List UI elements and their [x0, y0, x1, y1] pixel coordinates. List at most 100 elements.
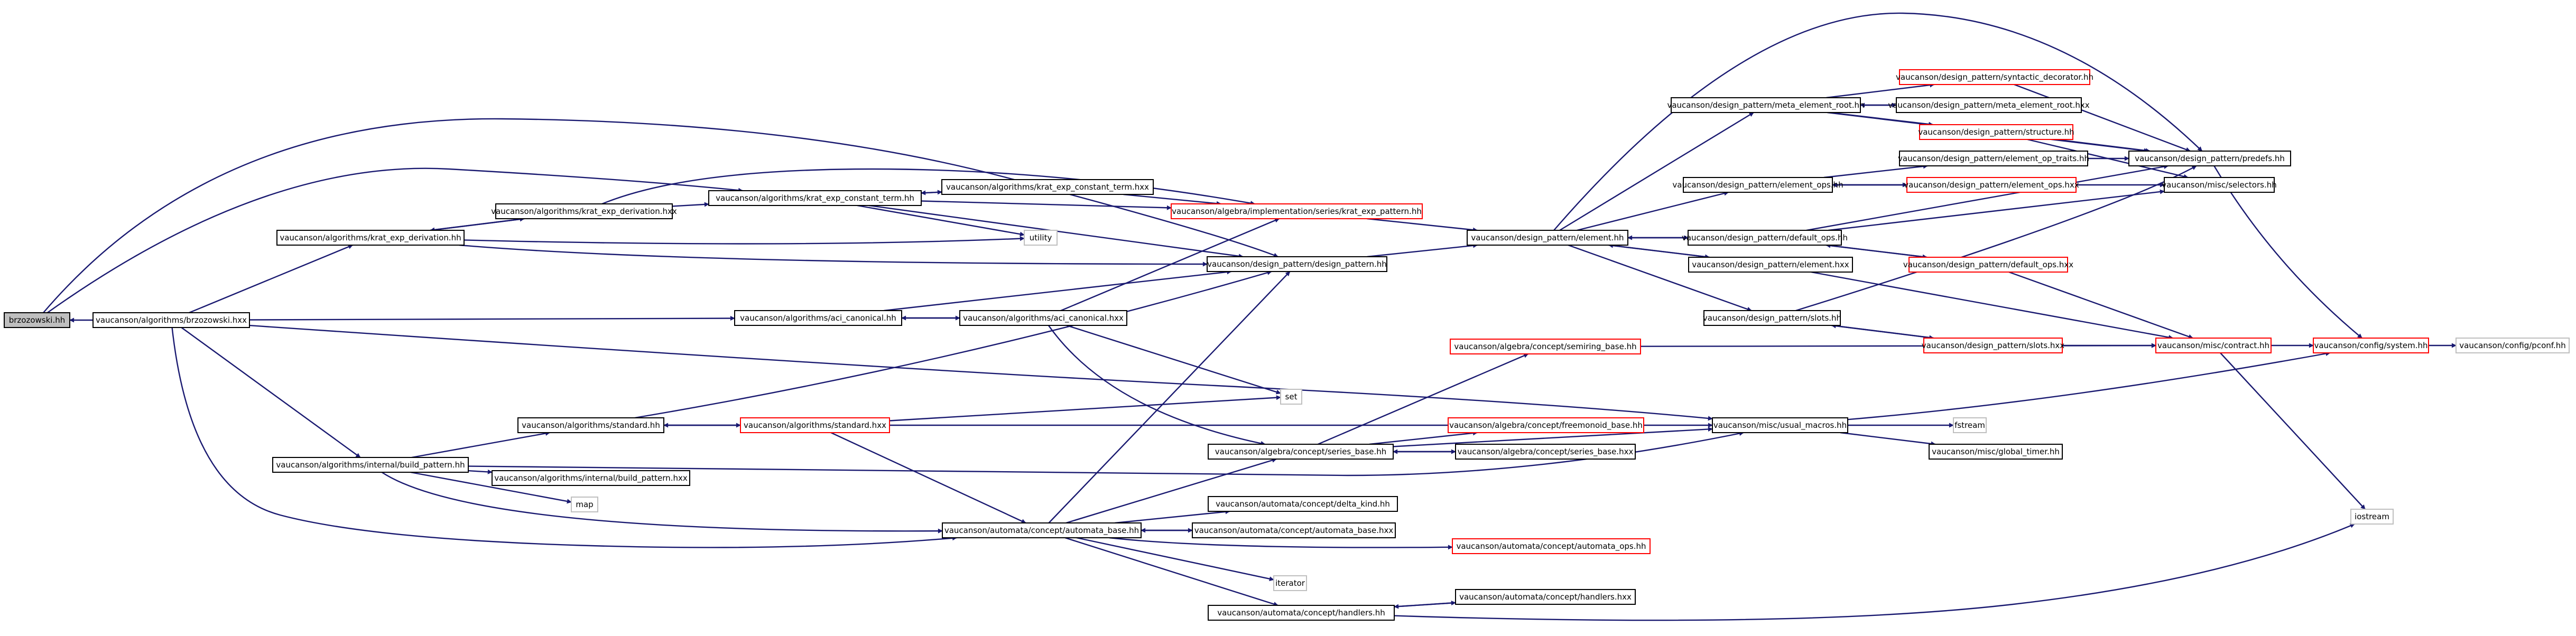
node-std_hxx[interactable]: vaucanson/algorithms/standard.hxx: [740, 417, 890, 433]
edge-std_hxx-to-set: [889, 395, 1281, 422]
node-label: vaucanson/algorithms/standard.hxx: [744, 420, 886, 430]
node-el_hxx[interactable]: vaucanson/design_pattern/element.hxx: [1688, 257, 1853, 273]
node-predefs[interactable]: vaucanson/design_pattern/predefs.hh: [2128, 151, 2291, 166]
node-slots_hh[interactable]: vaucanson/design_pattern/slots.hh: [1703, 310, 1841, 326]
node-box: [1683, 177, 1833, 193]
node-label: vaucanson/design_pattern/meta_element_ro…: [1888, 100, 2089, 110]
node-bp_hxx[interactable]: vaucanson/algorithms/internal/build_patt…: [492, 470, 690, 486]
node-box: [1450, 339, 1641, 354]
node-box: [1455, 589, 1636, 605]
node-dops_hxx[interactable]: vaucanson/design_pattern/default_ops.hxx: [1903, 257, 2073, 273]
node-root: brzozowski.hh: [4, 312, 70, 328]
node-dk_hh[interactable]: vaucanson/automata/concept/delta_kind.hh: [1208, 496, 1398, 512]
node-label: vaucanson/algebra/concept/series_base.hh: [1215, 447, 1386, 457]
edge-std_hxx-to-ab_hh: [830, 432, 1026, 524]
node-label: vaucanson/automata/concept/automata_base…: [1194, 526, 1394, 536]
node-kect_hxx[interactable]: vaucanson/algorithms/krat_exp_constant_t…: [941, 179, 1154, 195]
node-cfg_sys[interactable]: vaucanson/config/system.hh: [2313, 338, 2429, 353]
node-box: [2155, 338, 2272, 353]
node-label: vaucanson/design_pattern/syntactic_decor…: [1896, 72, 2093, 82]
edge-bp_hh-to-ab_hh: [381, 471, 943, 534]
node-eot_hh[interactable]: vaucanson/design_pattern/element_op_trai…: [1898, 151, 2089, 166]
edge-bp_hh-to-bp_hxx: [468, 469, 493, 474]
edge-dops_hh-to-selectors: [1828, 189, 2165, 231]
node-krat_der_hxx[interactable]: vaucanson/algorithms/krat_exp_derivation…: [491, 203, 677, 219]
node-label: vaucanson/design_pattern/structure.hh: [1918, 127, 2074, 137]
node-label: vaucanson/design_pattern/meta_element_ro…: [1667, 100, 1864, 110]
node-label: set: [1285, 392, 1298, 401]
node-label: vaucanson/design_pattern/slots.hxx: [1922, 341, 2065, 351]
node-box: [942, 522, 1142, 538]
node-sr_hh[interactable]: vaucanson/algebra/concept/semiring_base.…: [1450, 339, 1641, 354]
node-sb_hxx[interactable]: vaucanson/algebra/concept/series_base.hx…: [1455, 444, 1636, 460]
node-label: vaucanson/design_pattern/element.hh: [1471, 233, 1624, 243]
edge-brz_hxx-to-aci_hh: [249, 316, 735, 321]
node-label: vaucanson/algebra/implementation/series/…: [1172, 207, 1422, 217]
node-dops_hh[interactable]: vaucanson/design_pattern/default_ops.hh: [1682, 230, 1848, 246]
node-contract[interactable]: vaucanson/misc/contract.hh: [2155, 338, 2272, 353]
node-handlers_hh[interactable]: vaucanson/automata/concept/handlers.hh: [1208, 605, 1395, 621]
node-box: [2313, 338, 2429, 353]
node-box: [959, 310, 1127, 326]
edge-mer_hh-to-sd_hh: [1826, 82, 1935, 99]
node-box: [1688, 257, 1853, 273]
node-label: vaucanson/algorithms/krat_exp_derivation…: [491, 207, 677, 217]
node-aci_hh[interactable]: vaucanson/algorithms/aci_canonical.hh: [734, 310, 902, 326]
node-um_hh[interactable]: vaucanson/misc/usual_macros.hh: [1712, 417, 1848, 433]
node-selectors[interactable]: vaucanson/misc/selectors.hh: [2162, 177, 2277, 193]
node-ab_hxx[interactable]: vaucanson/automata/concept/automata_base…: [1192, 522, 1396, 538]
node-brz_hxx[interactable]: vaucanson/algorithms/brzozowski.hxx: [92, 312, 250, 328]
node-label: brzozowski.hh: [9, 315, 66, 325]
node-aops_hh[interactable]: vaucanson/automata/concept/automata_ops.…: [1452, 538, 1651, 554]
edge-sd_hh-to-predefs: [2014, 83, 2191, 152]
node-krat_der_hh[interactable]: vaucanson/algorithms/krat_exp_derivation…: [276, 230, 465, 246]
edge-kect_hh-to-alg_kep: [921, 200, 1172, 210]
edge-ab_hh-to-aops_hh: [1109, 537, 1453, 550]
node-std_hh[interactable]: vaucanson/algorithms/standard.hh: [517, 417, 664, 433]
node-box: [1208, 444, 1394, 460]
node-st_hh[interactable]: vaucanson/design_pattern/structure.hh: [1918, 124, 2074, 140]
node-mer_hh[interactable]: vaucanson/design_pattern/meta_element_ro…: [1667, 97, 1865, 113]
node-bp_hh[interactable]: vaucanson/algorithms/internal/build_patt…: [272, 457, 469, 473]
node-sd_hh[interactable]: vaucanson/design_pattern/syntactic_decor…: [1896, 69, 2093, 85]
node-kect_hh[interactable]: vaucanson/algorithms/krat_exp_constant_t…: [708, 190, 922, 206]
edge-std_hh-to-dp_hh: [634, 270, 1272, 419]
node-label: vaucanson/misc/usual_macros.hh: [1713, 420, 1847, 431]
node-box: [1919, 124, 2073, 140]
node-label: vaucanson/automata/concept/automata_base…: [944, 526, 1139, 536]
node-el_hh[interactable]: vaucanson/design_pattern/element.hh: [1467, 230, 1628, 246]
node-ab_hh[interactable]: vaucanson/automata/concept/automata_base…: [942, 522, 1142, 538]
node-label: vaucanson/config/system.hh: [2314, 341, 2427, 350]
node-box: [1929, 444, 2063, 460]
node-handlers_hxx[interactable]: vaucanson/automata/concept/handlers.hxx: [1455, 589, 1636, 605]
node-dp_hh[interactable]: vaucanson/design_pattern/design_pattern.…: [1207, 256, 1387, 272]
node-eo_hxx[interactable]: vaucanson/design_pattern/element_ops.hxx: [1904, 177, 2079, 193]
node-box: [1899, 69, 2090, 85]
edge-kect_hxx-to-alg_kep: [1123, 193, 1221, 206]
node-alg_kep[interactable]: vaucanson/algebra/implementation/series/…: [1171, 203, 1423, 219]
node-aci_hxx[interactable]: vaucanson/algorithms/aci_canonical.hxx: [959, 310, 1127, 326]
node-box: [4, 312, 70, 328]
node-map: map: [571, 497, 598, 512]
node-box: [1192, 522, 1396, 538]
node-box: [708, 190, 922, 206]
edge-bp_hh-to-std_hh: [411, 431, 551, 459]
node-fm_hh[interactable]: vaucanson/algebra/concept/freemonoid_bas…: [1448, 417, 1644, 433]
edge-el_hh-to-slots_hh: [1568, 244, 1752, 312]
edge-brz_hxx-to-bp_hh: [181, 327, 361, 458]
node-box: [1024, 230, 1058, 246]
node-eo_hh[interactable]: vaucanson/design_pattern/element_ops.hh: [1672, 177, 1843, 193]
edge-brz_hxx-to-um_hh: [249, 324, 1713, 421]
node-slots_hxx[interactable]: vaucanson/design_pattern/slots.hxx: [1922, 338, 2065, 353]
node-mer_hxx[interactable]: vaucanson/design_pattern/meta_element_ro…: [1888, 97, 2090, 113]
node-gt_hh[interactable]: vaucanson/misc/global_timer.hh: [1929, 444, 2063, 460]
node-box: [492, 470, 690, 486]
node-label: vaucanson/algorithms/krat_exp_constant_t…: [946, 182, 1149, 192]
node-box: [1207, 256, 1387, 272]
node-sb_hh[interactable]: vaucanson/algebra/concept/series_base.hh: [1208, 444, 1394, 460]
edge-handlers_hh-to-iostream: [1394, 523, 2355, 621]
edge-kect_hh-to-utility: [857, 204, 1025, 237]
node-label: iostream: [2355, 512, 2389, 521]
edge-handlers_hxx-to-handlers_hh: [1394, 602, 1456, 609]
node-box: [495, 203, 673, 219]
